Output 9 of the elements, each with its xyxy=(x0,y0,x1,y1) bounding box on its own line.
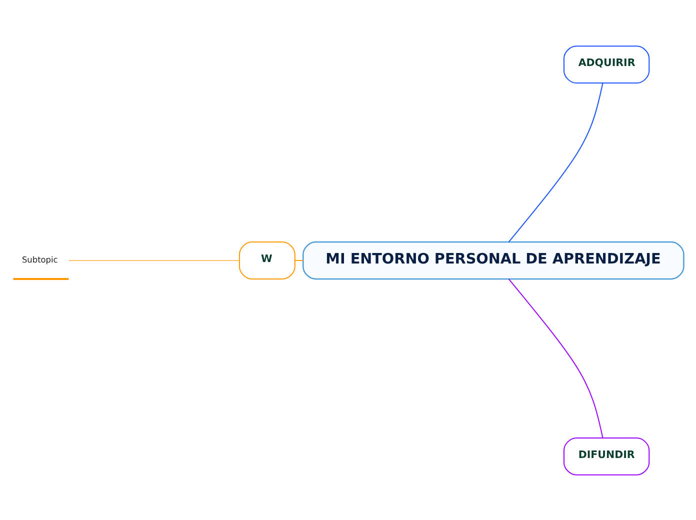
connector xyxy=(508,278,603,438)
node-box: ADQUIRIR xyxy=(562,45,650,84)
node-box: MI ENTORNO PERSONAL DE APRENDIZAJE xyxy=(302,240,684,280)
connector xyxy=(68,259,239,261)
node-text: Subtopic xyxy=(21,254,58,264)
connector xyxy=(294,259,303,261)
connector xyxy=(508,82,603,242)
node-box: W xyxy=(238,241,295,279)
node-box: DIFUNDIR xyxy=(562,436,650,475)
